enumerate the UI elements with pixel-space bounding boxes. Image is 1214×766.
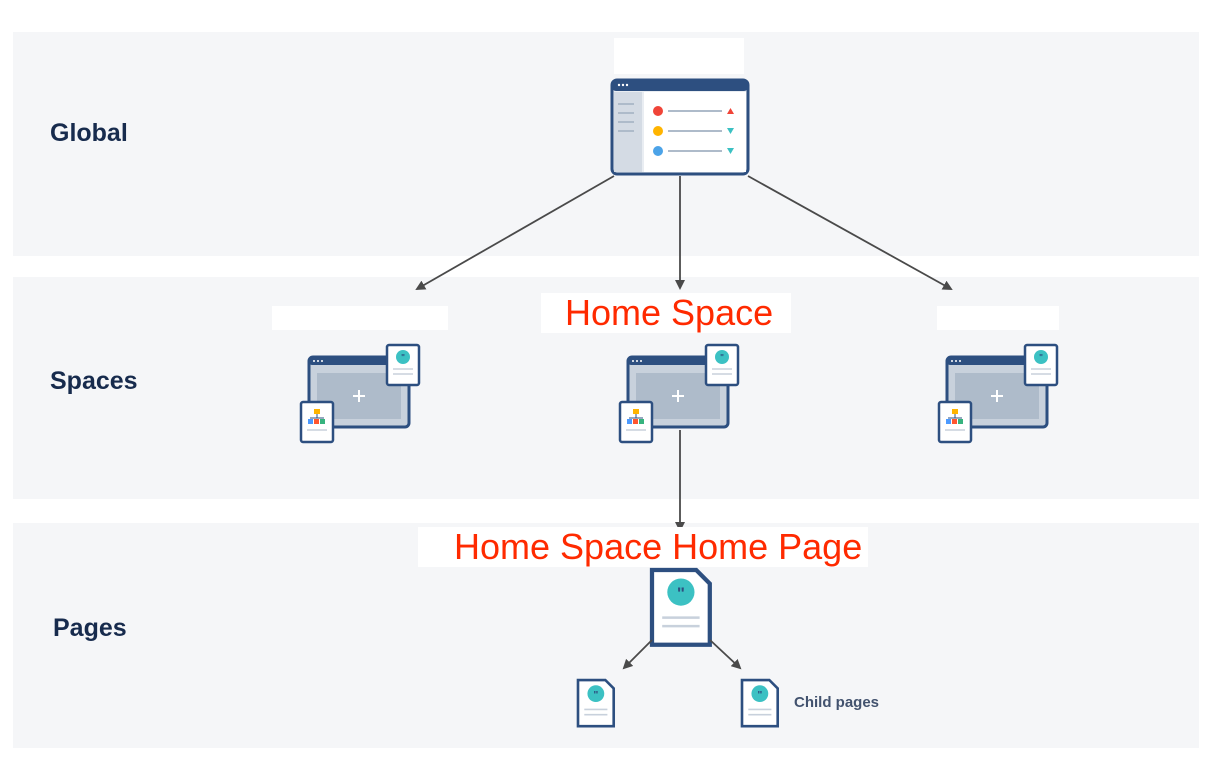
right-space-label-placeholder bbox=[937, 306, 1059, 330]
arrow-global-to-right-space bbox=[747, 175, 953, 290]
child-pages-label: Child pages bbox=[794, 694, 880, 711]
home-page-icon bbox=[652, 570, 710, 645]
row-label-pages: Pages bbox=[53, 614, 127, 642]
left-space-icon bbox=[299, 343, 421, 444]
row-label-spaces: Spaces bbox=[50, 367, 138, 395]
global-label-placeholder bbox=[614, 38, 744, 74]
arrow-to-child-page-left bbox=[622, 639, 653, 670]
global-dashboard-icon bbox=[610, 78, 750, 176]
child-page-icon-left bbox=[576, 678, 616, 728]
arrow-to-child-page-right bbox=[709, 639, 742, 670]
global-tier-band bbox=[13, 32, 1199, 256]
right-space-icon bbox=[937, 343, 1059, 444]
home-page-label: Home Space Home Page bbox=[418, 527, 869, 567]
home-space-label: Home Space bbox=[541, 293, 792, 333]
arrow-global-to-left-space bbox=[415, 175, 615, 290]
home-space-icon bbox=[618, 343, 740, 444]
child-page-icon-right bbox=[740, 678, 780, 728]
left-space-label-placeholder bbox=[272, 306, 448, 330]
row-label-global: Global bbox=[50, 119, 128, 147]
